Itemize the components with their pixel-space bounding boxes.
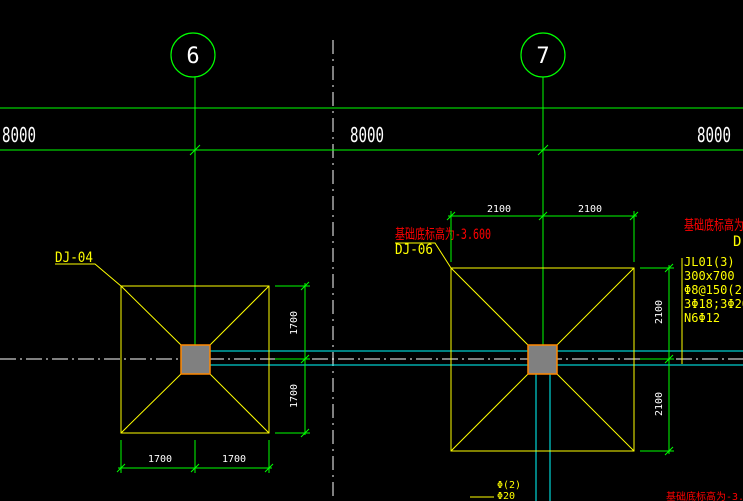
dim-dj-06-top-right: 2100 (578, 204, 602, 215)
footing-label-dj-04[interactable]: DJ-04 (55, 250, 93, 266)
beam-note-line-4: 3Φ18;3Φ20 (684, 297, 743, 311)
axis-label-7: 7 (536, 44, 549, 69)
dim-dj-04-bottom-left: 1700 (148, 454, 172, 465)
beam-note-line-5: N6Φ12 (684, 311, 720, 325)
dimension-dj-04-right (275, 281, 310, 438)
column-right[interactable] (527, 344, 558, 375)
beam-note[interactable]: JL01(3) 300x700 Φ8@150(2) 3Φ18;3Φ20 N6Φ1… (684, 255, 743, 325)
dim-dj-06-right-bottom: 2100 (654, 392, 665, 416)
bottom-note-partial-b: Φ20 (497, 491, 515, 501)
dim-dj-06-top-left: 2100 (487, 204, 511, 215)
dim-dj-04-bottom-right: 1700 (222, 454, 246, 465)
footing-label-dj-06[interactable]: DJ-06 (395, 242, 433, 258)
elevation-note-dj-06[interactable]: 基础底标高为-3.600 (395, 226, 491, 243)
span-dimension-middle: 8000 (350, 123, 384, 147)
foundation-beam-vertical[interactable] (535, 372, 551, 501)
axis-tick-7 (537, 144, 549, 156)
beam-note-line-2: 300x700 (684, 269, 735, 283)
dimension-dj-04-bottom (116, 440, 274, 473)
bottom-note-partial-a: Φ(2) (497, 480, 521, 491)
dim-dj-06-right-top: 2100 (654, 300, 665, 324)
column-left[interactable] (180, 344, 211, 375)
footing-dj-06[interactable] (450, 267, 635, 452)
dim-dj-04-right-top: 1700 (289, 311, 300, 335)
span-dimension-left: 8000 (2, 123, 36, 147)
axis-bubble-6[interactable] (170, 32, 216, 78)
footing-label-partial-right[interactable]: D (733, 234, 741, 250)
beam-note-line-1: JL01(3) (684, 255, 735, 269)
label-leader-dj-04 (55, 263, 122, 287)
axis-label-6: 6 (186, 44, 199, 69)
elevation-note-partial-right[interactable]: 基础底标高为 (684, 217, 743, 234)
footing-dj-04[interactable] (120, 285, 270, 434)
dimension-dj-06-top (446, 211, 639, 262)
dimension-dj-06-right (640, 263, 674, 456)
label-leader-dj-06 (395, 242, 452, 269)
foundation-beam-horizontal[interactable] (210, 350, 743, 366)
axis-tick-6 (189, 144, 201, 156)
bottom-elevation-partial: 基础底标高为-3.6 (666, 490, 743, 501)
span-dimension-right: 8000 (697, 123, 731, 147)
dim-dj-04-right-bottom: 1700 (289, 384, 300, 408)
beam-note-line-3: Φ8@150(2) (684, 283, 743, 297)
